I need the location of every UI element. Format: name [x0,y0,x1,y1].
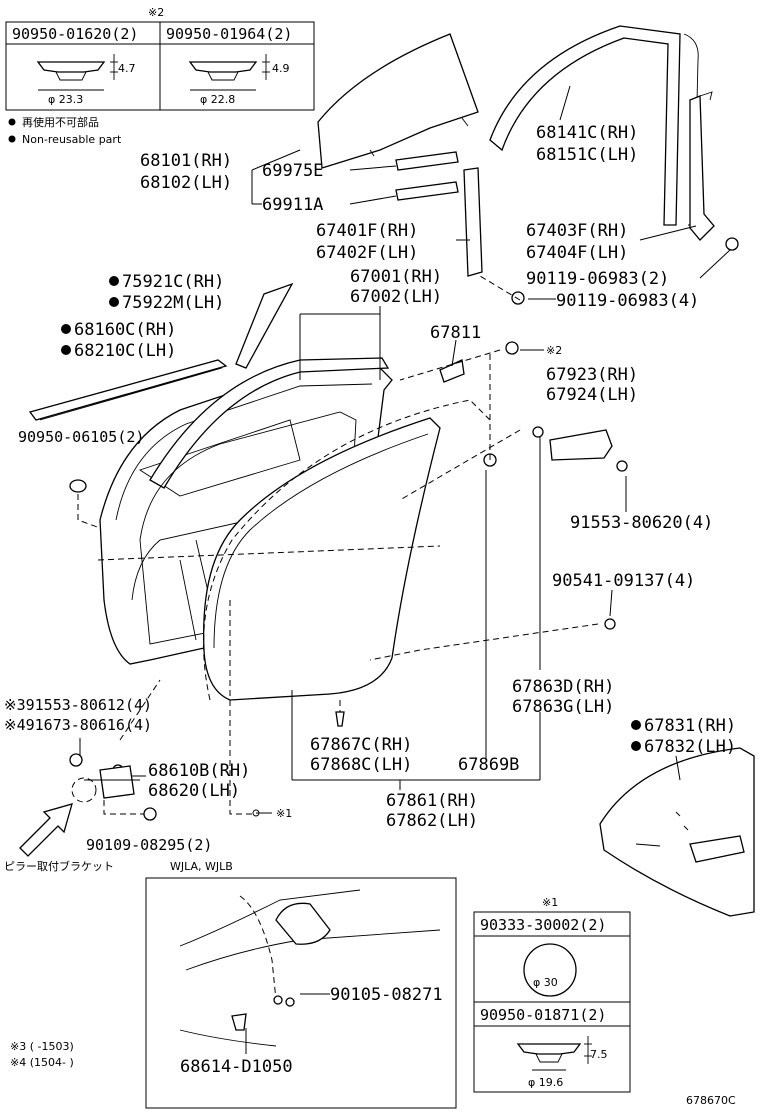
label-67401f: 67401F(RH) [316,221,418,241]
label-67868c: 67868C(LH) [310,755,412,775]
weatherstrip-clip-67811 [439,359,465,383]
label-91673: ※491673-80616(4) [4,716,152,734]
label-67001: 67001(RH) [350,267,442,287]
bottom-diameter-1: φ 30 [533,976,558,989]
legend: 再使用不可部品 Non-reusable part [8,115,122,146]
label-67862: 67862(LH) [386,811,478,831]
bolts-upper [511,237,739,305]
bottom-clip-table: ※1 90333-30002(2) φ 30 90950-01871(2) 7.… [473,896,631,1093]
label-69911a: 69911A [262,195,323,215]
note-4: ※4 (1504- ) [10,1056,74,1069]
label-91553-80620: 91553-80620(4) [570,513,713,533]
hinge-striker-67923 [483,341,628,472]
label-68102: 68102(LH) [140,173,232,193]
legend-jp: 再使用不可部品 [22,115,99,129]
door-seal-outer [203,399,491,701]
label-68160c: 68160C(RH) [74,320,176,340]
door-frame-sash [149,357,390,489]
clip-part-1: 90950-01620(2) [12,25,138,43]
label-67811: 67811 [430,323,481,343]
notes: ※3 ( -1503) ※4 (1504- ) [10,1040,74,1069]
clip-table-mark: ※2 [148,6,164,19]
label-67832: 67832(LH) [644,737,736,757]
label-67002: 67002(LH) [350,287,442,307]
door-trim-panel [599,747,755,917]
label-67924: 67924(LH) [546,385,638,405]
clip-height-2: 4.9 [272,62,290,75]
leader-lines [79,85,731,814]
figure-id: 678670C [686,1094,736,1107]
label-67863g: 67863G(LH) [512,697,614,717]
leader-lines-dashed [77,275,599,815]
label-67403f: 67403F(RH) [526,221,628,241]
bottom-part-2: 90950-01871(2) [480,1006,606,1024]
label-68210c: 68210C(LH) [74,341,176,361]
label-wjla: WJLA, WJLB [170,860,233,873]
label-67404f: 67404F(LH) [526,243,628,263]
label-90105: 90105-08271 [330,985,443,1005]
label-67863d: 67863D(RH) [512,677,614,697]
label-67861: 67861(RH) [386,791,478,811]
clip-diameter-2: φ 22.8 [200,93,235,106]
label-68610b: 68610B(RH) [148,761,250,781]
label-69975e: 69975E [262,161,323,181]
label-90119-4: 90119-06983(4) [556,291,699,311]
door-glass [317,33,479,169]
label-90950-06105: 90950-06105(2) [18,428,144,446]
label-68614: 68614-D1050 [180,1057,293,1077]
pillar-bracket [69,753,157,821]
bottom-height-2: 7.5 [590,1048,608,1061]
clip-height-1: 4.7 [118,62,136,75]
label-68141c: 68141C(RH) [536,123,638,143]
label-67869b: 67869B [458,755,519,775]
label-68620: 68620(LH) [148,781,240,801]
legend-en: Non-reusable part [22,133,122,146]
label-67923: 67923(RH) [546,365,638,385]
label-90109: 90109-08295(2) [86,836,212,854]
label-67831: 67831(RH) [644,716,736,736]
bottom-part-1: 90333-30002(2) [480,916,606,934]
label-68151c: 68151C(LH) [536,145,638,165]
label-68101: 68101(RH) [140,151,232,171]
clip-67867 [335,711,345,727]
plug-90950 [69,479,87,493]
top-clip-table: ※2 90950-01620(2) 90950-01964(2) 4.7 φ 2… [5,6,315,111]
label-75921c: 75921C(RH) [122,272,224,292]
screw-90541 [604,618,616,630]
part-labels: 68101(RH) 68102(LH) 69975E 69911A 68141C… [4,123,736,873]
door-weatherstrip [202,417,441,701]
mark1-circle [252,809,260,817]
label-90541: 90541-09137(4) [552,571,695,591]
pillar-arrow [19,803,73,857]
belt-moulding-strips [395,151,459,201]
clip-part-2: 90950-01964(2) [166,25,292,43]
label-75922m: 75922M(LH) [122,293,224,313]
pillar-garnish [235,282,294,369]
label-mark1: ※1 [276,807,292,820]
bottom-diameter-2: φ 19.6 [528,1076,563,1089]
clip-diameter-1: φ 23.3 [48,93,83,106]
label-90119-2: 90119-06983(2) [526,269,669,289]
inset-box: 90105-08271 68614-D1050 [145,877,457,1109]
label-pillar-bracket: ピラー取付ブラケット [4,859,114,873]
note-3: ※3 ( -1503) [10,1040,74,1053]
belt-weatherstrip [28,359,228,421]
label-mark2: ※2 [546,344,562,357]
label-67867c: 67867C(RH) [310,735,412,755]
label-91553-80612: ※391553-80612(4) [4,696,152,714]
bottom-table-mark: ※1 [542,896,558,909]
glass-run [489,25,699,226]
label-67402f: 67402F(LH) [316,243,418,263]
